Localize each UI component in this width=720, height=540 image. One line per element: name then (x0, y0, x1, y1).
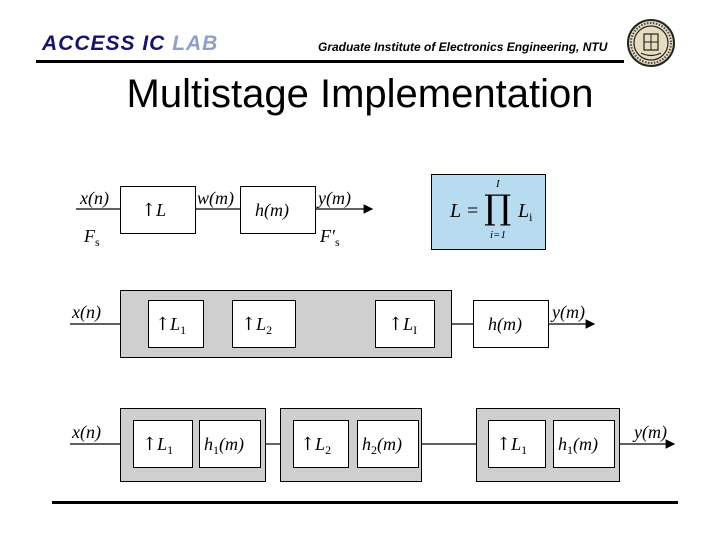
row1-filter-box: h(m) (240, 186, 316, 234)
row1-upsampler-box: ↑L (120, 186, 196, 234)
footer-divider (52, 501, 678, 504)
formula-upper: I (496, 178, 500, 190)
row3-group-2-filter: h2(m) (357, 420, 419, 468)
row3-group-3-upsampler: ↑L1 (488, 420, 546, 468)
up-arrow-icon: ↑ (241, 314, 257, 335)
row1-intermediate-label: w(m) (197, 188, 234, 208)
formula-term: Li (518, 200, 533, 224)
product-formula-box: L = ∏ I i=1 Li (431, 174, 546, 250)
up-arrow-icon: ↑ (155, 314, 171, 335)
row2-input-label: x(n) (72, 302, 101, 322)
row3-group-2-upsampler: ↑L2 (293, 420, 349, 468)
institute-name: Graduate Institute of Electronics Engine… (318, 40, 608, 54)
row3-group-3-filter: h1(m) (553, 420, 615, 468)
row3-group-1-filter: h1(m) (199, 420, 261, 468)
up-arrow-icon: ↑ (388, 314, 404, 335)
ntu-seal-icon (626, 18, 676, 68)
lab-logo-text: ACCESS IC LAB (42, 32, 219, 55)
row3-group-1-upsampler: ↑L1 (133, 420, 193, 468)
row1-input-rate: Fs (84, 226, 100, 249)
row3-output-label: y(m) (634, 422, 667, 442)
row1-output-label: y(m) (318, 188, 351, 208)
row1-output-rate: F′s (320, 226, 340, 249)
row2-stage-1-box: ↑L1 (148, 300, 204, 348)
formula-lower: i=1 (490, 229, 506, 241)
up-arrow-icon: ↑ (300, 434, 316, 455)
row2-stage-2-box: ↑L2 (232, 300, 296, 348)
row2-filter-box: h(m) (473, 300, 549, 348)
product-symbol: ∏ (484, 188, 512, 228)
up-arrow-icon: ↑ (142, 434, 158, 455)
up-arrow-icon: ↑ (496, 434, 512, 455)
row2-output-label: y(m) (552, 302, 585, 322)
row3-input-label: x(n) (72, 422, 101, 442)
row2-stage-I-box: ↑LI (375, 300, 435, 348)
row1-input-label: x(n) (80, 188, 109, 208)
header-divider (36, 60, 624, 63)
slide-title: Multistage Implementation (126, 72, 594, 116)
up-arrow-icon: ↑ (141, 200, 157, 221)
formula-lhs: L = (450, 200, 480, 222)
